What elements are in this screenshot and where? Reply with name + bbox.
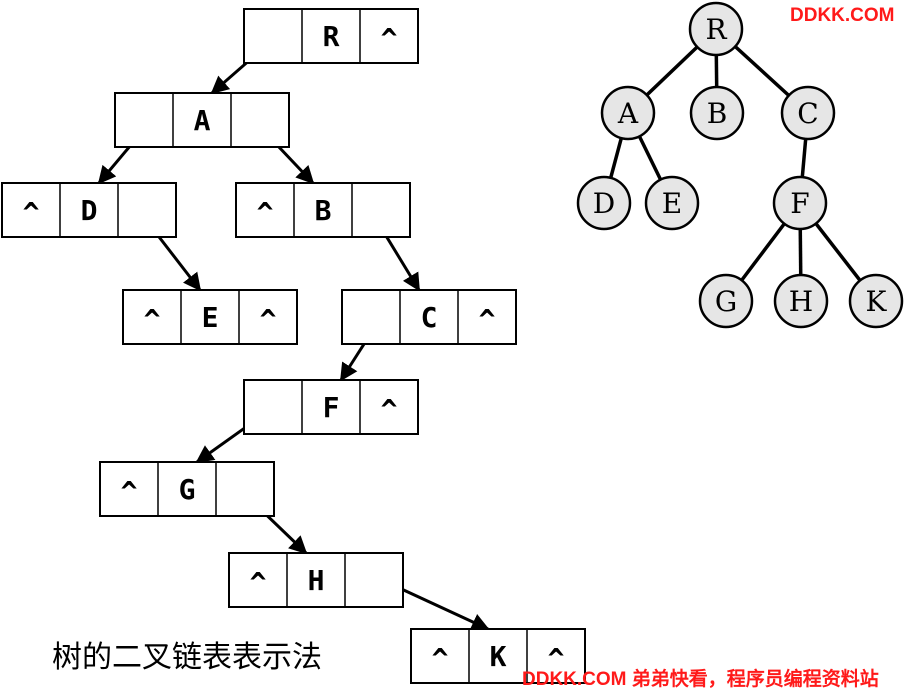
node-box	[114, 92, 290, 148]
next-sibling-field-R: ^	[381, 22, 398, 55]
next-sibling-field-F: ^	[381, 393, 398, 426]
first-child-field-K: ^	[432, 642, 449, 675]
tree-edges	[602, 27, 878, 303]
first-child-field-D: ^	[23, 196, 40, 229]
data-field-A: A	[194, 104, 211, 137]
data-field-D: D	[81, 194, 98, 227]
tree-node-label-G: G	[715, 285, 737, 318]
tree-node-label-H: H	[789, 285, 813, 318]
binary-nodes: R^A^D^B^E^C^F^^G^H^K^	[1, 8, 586, 684]
binary-node-K: ^ K ^	[410, 628, 586, 684]
tree-node-label-K: K	[866, 285, 888, 318]
binary-node-G: ^G	[99, 461, 275, 517]
caption: 树的二叉链表表示法	[52, 640, 322, 675]
next-sibling-field-K: ^	[548, 642, 565, 675]
tree-node-label-R: R	[705, 13, 727, 46]
node-box	[228, 552, 404, 608]
tree-node-A: A	[600, 85, 656, 141]
tree-node-label-C: C	[797, 97, 818, 130]
node-box	[99, 461, 275, 517]
first-child-field-E: ^	[144, 303, 161, 336]
data-field-F: F	[323, 391, 340, 424]
binary-node-E: ^ E ^	[122, 289, 298, 345]
first-child-field-H: ^	[250, 566, 267, 599]
tree-node-circle	[772, 175, 828, 231]
first-child-field-B: ^	[257, 196, 274, 229]
node-box	[1, 182, 177, 238]
watermark-bottom: DDKK.COM 弟弟快看，程序员编程资料站	[522, 669, 879, 690]
binary-node-B: ^B	[235, 182, 411, 238]
tree-node-circle	[644, 175, 700, 231]
tree-node-E: E	[644, 175, 700, 231]
tree-node-circle	[576, 175, 632, 231]
tree-node-R: R	[688, 1, 744, 57]
tree-node-G: G	[698, 273, 754, 329]
node-box	[243, 8, 419, 64]
tree-node-F: F	[772, 175, 828, 231]
data-field-B: B	[315, 194, 332, 227]
binary-node-D: ^D	[1, 182, 177, 238]
tree-node-D: D	[576, 175, 632, 231]
node-box	[235, 182, 411, 238]
tree-nodes: R A B C D E F G H K	[576, 1, 904, 329]
tree-node-circle	[600, 85, 656, 141]
tree-node-circle	[689, 85, 745, 141]
node-box	[410, 628, 586, 684]
data-field-H: H	[308, 564, 325, 597]
node-box	[243, 379, 419, 435]
data-field-R: R	[323, 20, 340, 53]
data-field-C: C	[421, 301, 438, 334]
binary-node-F: F^	[243, 379, 419, 435]
tree-node-circle	[848, 273, 904, 329]
tree-node-label-B: B	[707, 97, 728, 130]
first-child-field-G: ^	[121, 475, 138, 508]
tree-node-label-F: F	[790, 187, 809, 220]
next-sibling-field-E: ^	[260, 303, 277, 336]
tree-node-B: B	[689, 85, 745, 141]
tree-node-circle	[698, 273, 754, 329]
next-sibling-field-C: ^	[479, 303, 496, 336]
tree-node-label-A: A	[617, 97, 639, 130]
data-field-E: E	[202, 301, 219, 334]
tree-node-C: C	[780, 85, 836, 141]
data-field-G: G	[179, 473, 196, 506]
binary-node-H: ^H	[228, 552, 404, 608]
tree-node-H: H	[773, 273, 829, 329]
node-box	[122, 289, 298, 345]
tree-node-circle	[688, 1, 744, 57]
tree-node-label-E: E	[662, 187, 682, 220]
binary-node-R: R^	[243, 8, 419, 64]
tree-node-circle	[773, 273, 829, 329]
binary-node-C: C^	[341, 289, 517, 345]
tree-node-label-D: D	[593, 187, 615, 220]
tree-node-K: K	[848, 273, 904, 329]
data-field-K: K	[490, 640, 507, 673]
watermark-top: DDKK.COM	[790, 5, 895, 26]
tree-node-circle	[780, 85, 836, 141]
node-box	[341, 289, 517, 345]
binary-node-A: A	[114, 92, 290, 148]
